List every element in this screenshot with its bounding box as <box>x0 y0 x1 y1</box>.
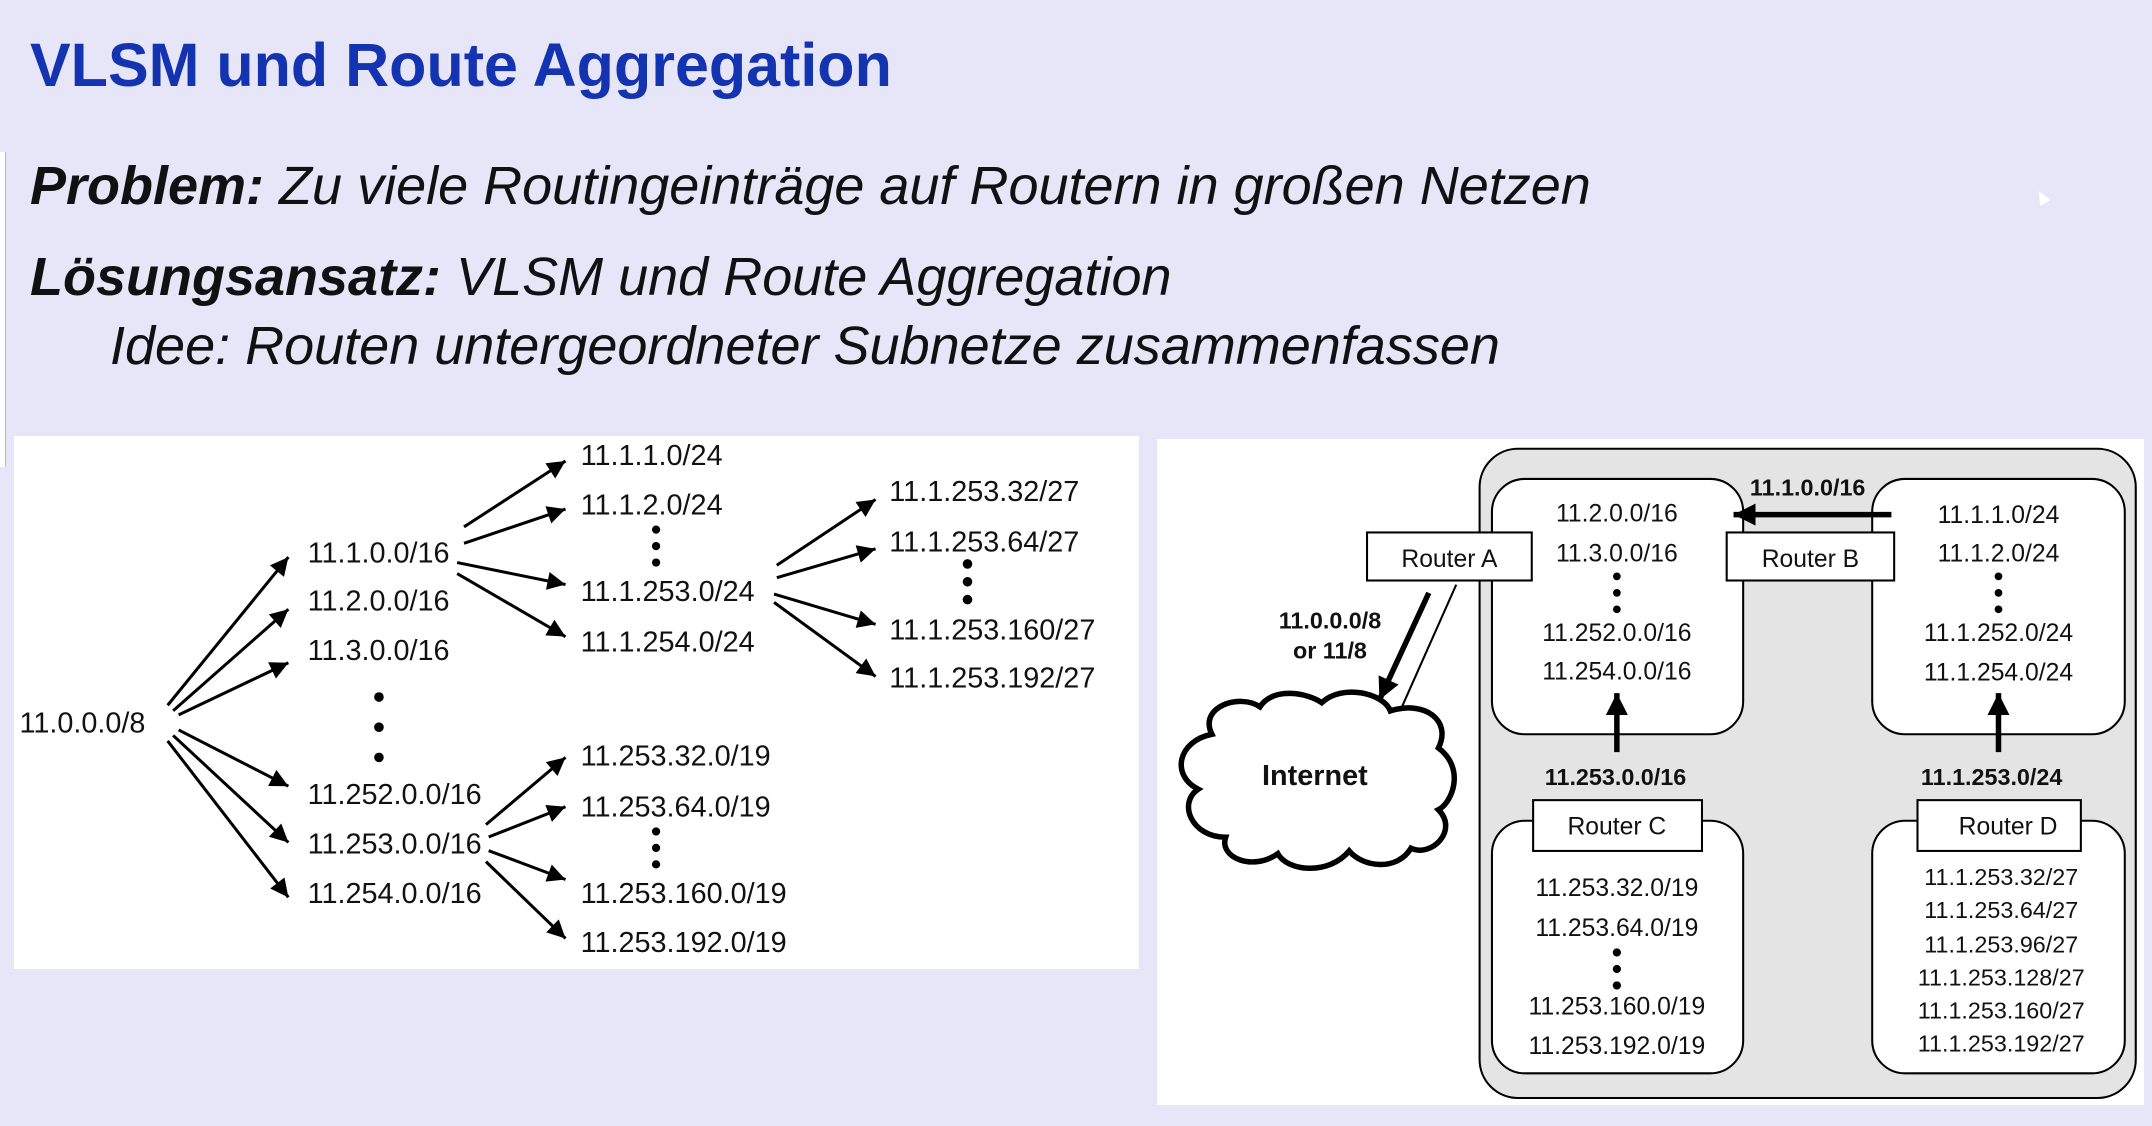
tree-node: 11.1.254.0/24 <box>581 627 755 659</box>
router-a-label: Router A <box>1401 546 1498 573</box>
tree-node: 11.1.253.192/27 <box>889 662 1095 694</box>
route-entry: 11.253.160.0/19 <box>1529 993 1706 1020</box>
route-entry: 11.1.1.0/24 <box>1938 502 2060 529</box>
route-entry: 11.253.32.0/19 <box>1535 875 1698 902</box>
problem-line: Problem: Zu viele Routingeinträge auf Ro… <box>30 155 1591 217</box>
tree-node: 11.253.192.0/19 <box>581 927 787 959</box>
router-b-box <box>1725 531 1896 582</box>
route-entry: 11.1.254.0/24 <box>1924 660 2073 687</box>
internet-route-label: 11.0.0.0/8 <box>1279 608 1382 634</box>
slide-title: VLSM und Route Aggregation <box>30 31 892 99</box>
tree-node: 11.1.253.0/24 <box>581 576 755 608</box>
route-aggregation-network-diagram: Internet 11.0.0.0/8 or 11/8 Router A Rou… <box>1157 439 2144 1105</box>
tree-node: 11.253.160.0/19 <box>581 878 787 910</box>
tree-node: 11.1.2.0/24 <box>581 490 723 522</box>
tree-node: 11.253.32.0/19 <box>581 741 771 773</box>
route-entry: 11.1.253.192/27 <box>1918 1030 2085 1056</box>
route-entry: 11.1.253.160/27 <box>1918 997 2085 1023</box>
tree-node: 11.3.0.0/16 <box>308 635 450 667</box>
tree-node: 11.252.0.0/16 <box>308 779 482 811</box>
route-entry: 11.2.0.0/16 <box>1556 500 1678 527</box>
tree-node: 11.1.253.160/27 <box>889 614 1095 646</box>
router-c-box <box>1532 799 1704 852</box>
tree-node: 11.1.0.0/16 <box>308 538 450 570</box>
tree-arrows <box>166 459 877 940</box>
solution-line: Lösungsansatz: VLSM und Route Aggregatio… <box>30 246 1172 308</box>
route-entry: 11.1.253.96/27 <box>1924 932 2078 958</box>
ellipsis-dots <box>374 525 973 869</box>
tree-node: 11.2.0.0/16 <box>308 586 450 618</box>
tree-node: 11.253.64.0/19 <box>581 791 771 823</box>
ellipsis-dots <box>1612 572 2003 990</box>
router-b-advertise-label: 11.1.0.0/16 <box>1750 474 1865 500</box>
route-entry: 11.1.252.0/24 <box>1924 620 2073 647</box>
route-entry: 11.253.192.0/19 <box>1529 1033 1706 1060</box>
internet-cloud-icon <box>1178 689 1457 872</box>
problem-text: Zu viele Routingeinträge auf Routern in … <box>264 156 1591 216</box>
problem-label: Problem: <box>30 156 265 216</box>
tree-node: 11.1.253.32/27 <box>889 476 1079 508</box>
route-entry: 11.254.0.0/16 <box>1542 658 1691 685</box>
router-c-advertise-label: 11.253.0.0/16 <box>1545 764 1686 790</box>
subnet-tree-svg: 11.0.0.0/8 11.1.0.0/16 11.2.0.0/16 11.3.… <box>19 440 1095 959</box>
mouse-cursor-icon <box>2033 187 2051 207</box>
router-d-advertise-label: 11.1.253.0/24 <box>1921 764 2062 790</box>
router-a-internet-link <box>1400 584 1458 709</box>
tree-node: 11.253.0.0/16 <box>308 828 482 860</box>
tree-node: 11.1.1.0/24 <box>581 440 723 472</box>
window-edge <box>0 152 6 467</box>
route-entry: 11.3.0.0/16 <box>1556 540 1678 567</box>
idea-line: Idee: Routen untergeordneter Subnetze zu… <box>110 316 1500 376</box>
tree-node: 11.1.253.64/27 <box>889 527 1079 559</box>
route-entry: 11.1.253.32/27 <box>1924 864 2078 890</box>
route-entry: 11.1.253.128/27 <box>1918 964 2085 990</box>
solution-label: Lösungsansatz: <box>30 247 442 307</box>
router-d-box <box>1916 799 2082 852</box>
internet-route-label: or 11/8 <box>1293 638 1367 664</box>
route-entry: 11.252.0.0/16 <box>1542 620 1691 647</box>
tree-root: 11.0.0.0/8 <box>19 708 145 740</box>
router-d-label: Router D <box>1959 813 2058 840</box>
route-entry: 11.253.64.0/19 <box>1535 915 1698 942</box>
internet-label: Internet <box>1262 760 1368 792</box>
router-c-label: Router C <box>1567 813 1666 840</box>
tree-node: 11.254.0.0/16 <box>308 878 482 910</box>
solution-text: VLSM und Route Aggregation <box>441 247 1172 307</box>
route-entry: 11.1.2.0/24 <box>1938 540 2060 567</box>
router-a-box <box>1365 531 1533 582</box>
route-entry: 11.1.253.64/27 <box>1924 897 2078 923</box>
subnet-tree-diagram: 11.0.0.0/8 11.1.0.0/16 11.2.0.0/16 11.3.… <box>14 436 1139 969</box>
route-to-internet-arrow <box>1376 591 1432 702</box>
network-svg: Internet 11.0.0.0/8 or 11/8 Router A Rou… <box>1178 447 2137 1100</box>
router-b-label: Router B <box>1762 546 1859 573</box>
